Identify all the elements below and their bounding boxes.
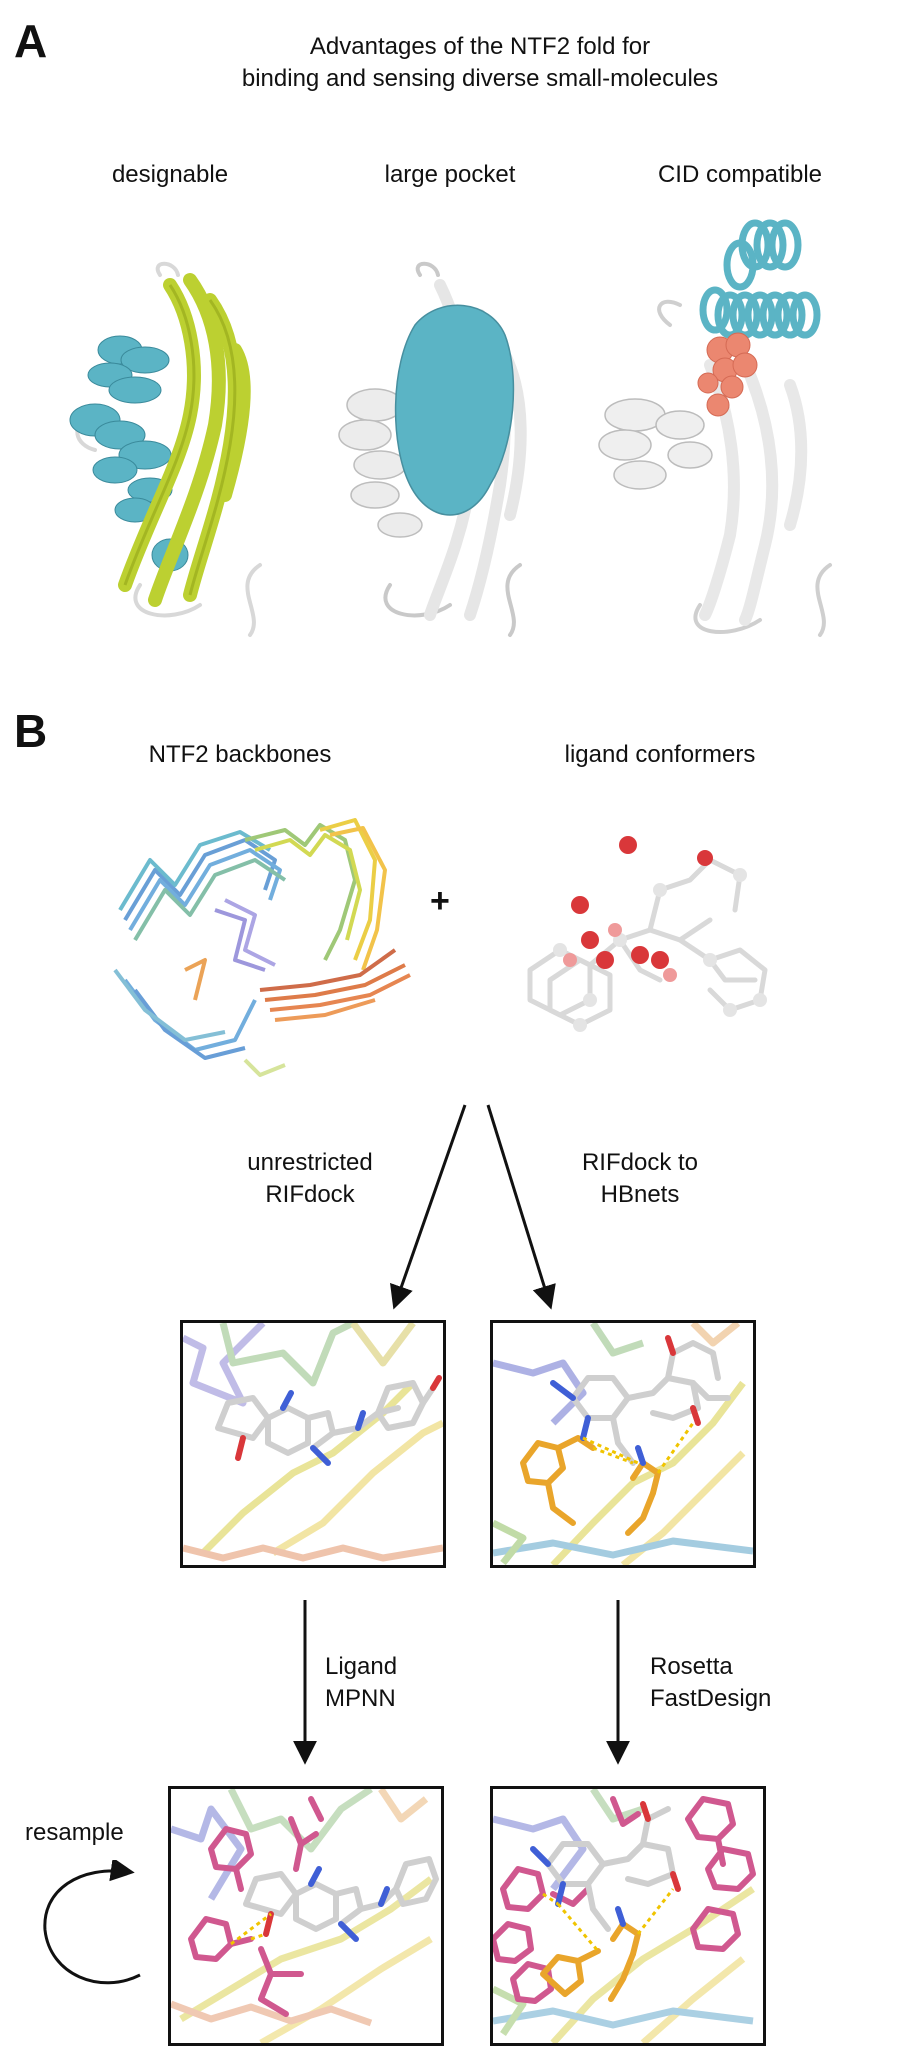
panel-b-letter: B [14, 705, 48, 757]
ligand-mpnn-design-box [168, 1786, 444, 2046]
label-designable: designable [111, 161, 229, 188]
label-ntf2-backbones: NTF2 backbones [148, 741, 332, 768]
designable-protein-structure [69, 261, 262, 637]
rifdock-hbnets-result-box [490, 1320, 756, 1568]
unrestricted-rifdock-result-box [180, 1320, 446, 1568]
left-path-label-line2: RIFdock [265, 1181, 355, 1208]
right-path-label-line1: RIFdock to [581, 1149, 699, 1176]
ligand-mpnn-label-line2: MPNN [325, 1685, 396, 1712]
panel-a-title-line2: binding and sensing diverse small-molecu… [241, 65, 719, 92]
right-path-label-line2: HBnets [600, 1181, 680, 1208]
panel-a-title-line1: Advantages of the NTF2 fold for [309, 33, 651, 60]
plus-sign: + [430, 882, 450, 920]
label-large-pocket: large pocket [384, 161, 516, 188]
label-ligand-conformers: ligand conformers [564, 741, 756, 768]
rifdock-hbnets-pose [493, 1323, 753, 1565]
cid-compatible-protein-structure [598, 219, 832, 637]
ntf2-backbones-ensemble [113, 818, 411, 1077]
panel-a-letter: A [14, 15, 48, 67]
ligand-mpnn-design-pose [171, 1789, 439, 2043]
rosetta-fastdesign-design-box [490, 1786, 766, 2046]
unrestricted-rifdock-pose [183, 1323, 443, 1562]
diverging-arrows [390, 1104, 556, 1310]
rosetta-label-line1: Rosetta [650, 1653, 733, 1680]
ligand-conformers-ensemble [527, 836, 768, 1032]
ligand-mpnn-label-line1: Ligand [325, 1653, 398, 1680]
resample-loop-arrow [43, 1860, 141, 1985]
left-path-label-line1: unrestricted [247, 1149, 373, 1176]
resample-label: resample [25, 1819, 124, 1846]
large-pocket-protein-structure [338, 261, 527, 637]
rosetta-fastdesign-design-pose [493, 1789, 756, 2043]
label-cid-compatible: CID compatible [657, 161, 823, 188]
ligand-mpnn-arrow [293, 1600, 317, 1765]
rosetta-fastdesign-arrow [606, 1600, 630, 1765]
rosetta-label-line2: FastDesign [650, 1685, 772, 1712]
